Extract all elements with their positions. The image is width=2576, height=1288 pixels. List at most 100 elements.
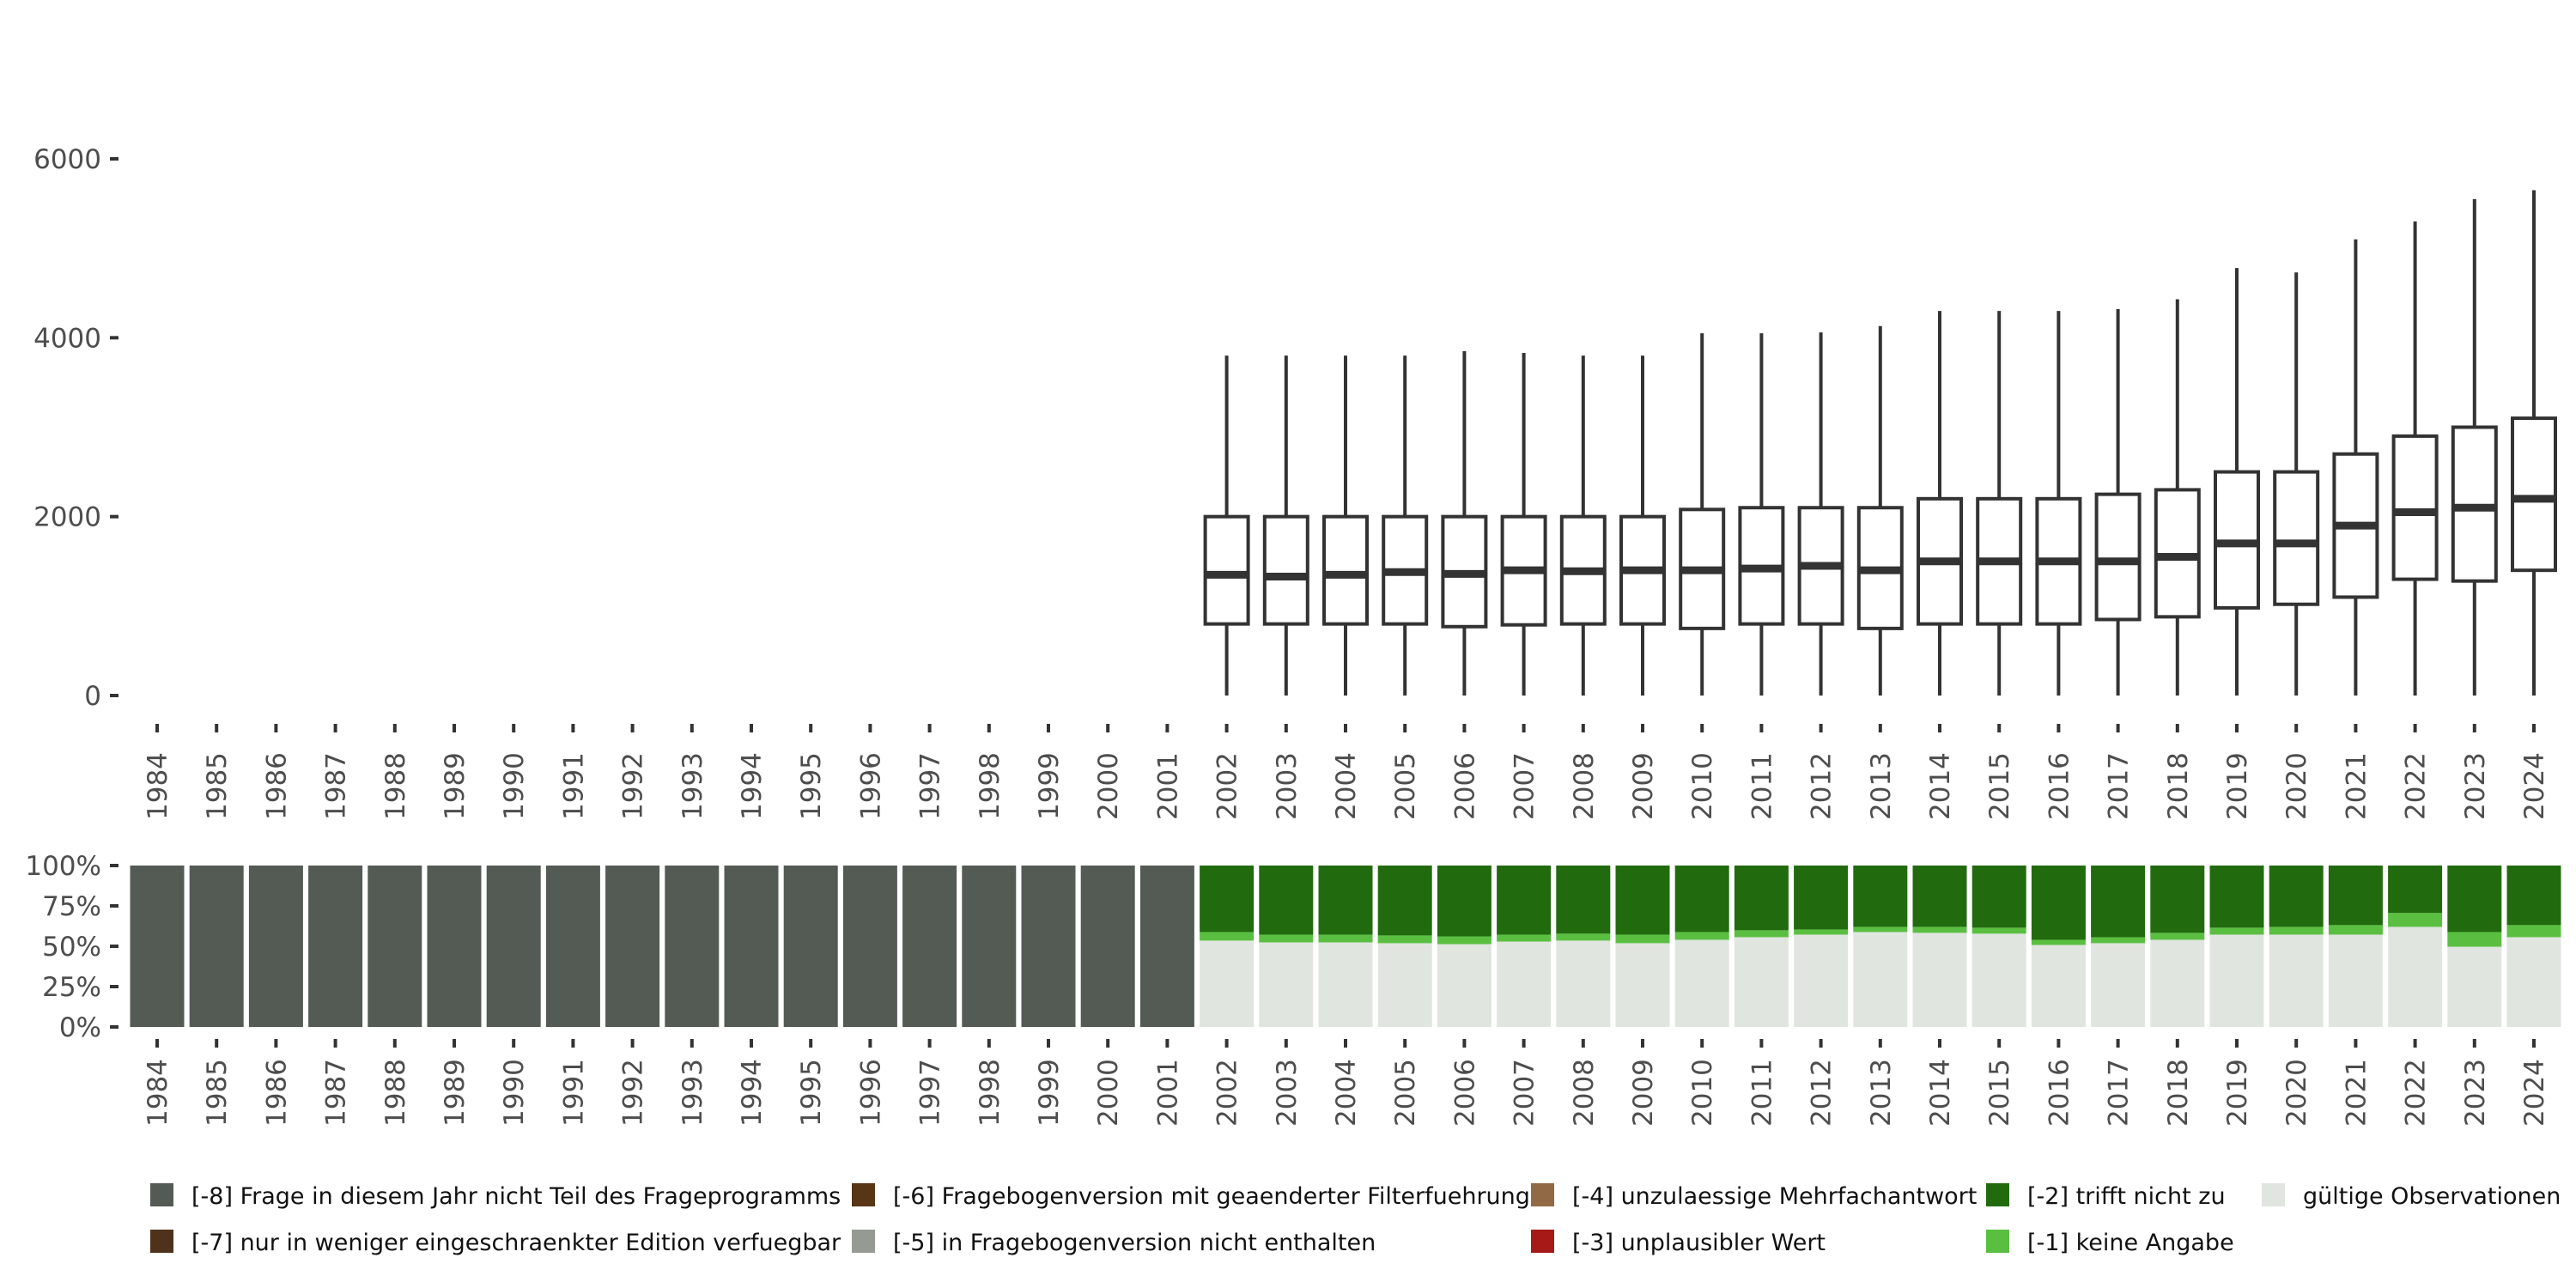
x-tick-label: 1985: [202, 752, 233, 820]
x-tick-label: 1992: [618, 1059, 649, 1127]
bar-segment: [2269, 934, 2324, 1027]
x-tick-label: 2017: [2104, 1059, 2135, 1127]
x-tick-label: 1997: [915, 1059, 946, 1127]
bar-segment: [1674, 866, 1729, 933]
legend-label: [-5] in Fragebogenversion nicht enthalte…: [893, 1230, 1376, 1256]
x-tick-label: 2015: [1984, 752, 2015, 820]
bar-segment: [783, 866, 838, 1027]
x-tick-label: 2002: [1212, 752, 1243, 820]
legend-label: [-7] nur in weniger eingeschraenkter Edi…: [191, 1230, 841, 1256]
bar-segment: [1318, 866, 1373, 935]
bar-segment: [1971, 866, 2026, 928]
x-tick-label: 2008: [1569, 1059, 1600, 1127]
legend-label: [-6] Fragebogenversion mit geaenderter F…: [893, 1183, 1530, 1210]
x-tick-label: 2000: [1093, 1059, 1124, 1127]
x-tick-label: 2003: [1272, 1059, 1303, 1127]
box-iqr: [2273, 470, 2320, 606]
x-tick-label: 2018: [2163, 752, 2194, 820]
bar-segment: [2031, 866, 2086, 940]
bar-segment: [1794, 934, 1849, 1027]
bar-segment: [486, 866, 541, 1027]
x-tick-label: 1996: [855, 1059, 886, 1127]
x-tick-label: 1990: [499, 1059, 530, 1127]
box-iqr: [2094, 492, 2142, 622]
legend-label: [-3] unplausibler Wert: [1572, 1230, 1826, 1256]
x-tick-label: 1993: [677, 1059, 708, 1127]
bar-segment: [2150, 933, 2205, 940]
x-tick-label: 2015: [1984, 1059, 2015, 1127]
box-iqr: [1262, 514, 1309, 626]
x-tick-label: 1987: [321, 752, 352, 820]
x-tick-label: 2021: [2341, 752, 2372, 820]
bar-segment: [1259, 942, 1314, 1027]
x-tick-label: 2014: [1925, 1059, 1956, 1127]
bar-segment: [1853, 866, 1908, 927]
y-tick-label: 0: [84, 681, 101, 712]
bar-segment: [2209, 927, 2264, 935]
x-tick-label: 2008: [1569, 752, 1600, 820]
bar-segment: [902, 866, 957, 1027]
bar-segment: [2328, 934, 2383, 1027]
bar-segment: [1674, 939, 1729, 1027]
x-tick-label: 1995: [796, 1059, 827, 1127]
bar-segment: [1259, 934, 1314, 943]
bar-segment: [842, 866, 897, 1027]
bar-segment: [1497, 934, 1552, 942]
x-tick-label: 1996: [855, 752, 886, 820]
x-tick-label: 1992: [618, 752, 649, 820]
legend-key: [150, 1183, 173, 1206]
x-tick-label: 2020: [2281, 752, 2312, 820]
x-tick-label: 1991: [558, 752, 589, 820]
x-tick-label: 1987: [321, 1059, 352, 1127]
x-tick-label: 2012: [1807, 1059, 1838, 1127]
bar-segment: [2031, 939, 2086, 945]
x-tick-label: 1986: [261, 752, 292, 820]
x-tick-label: 2002: [1212, 1059, 1243, 1127]
y-tick-label: 6000: [33, 144, 101, 175]
x-tick-label: 2022: [2401, 752, 2432, 820]
x-tick-label: 2010: [1687, 1059, 1718, 1127]
x-tick-label: 1984: [143, 752, 173, 820]
bar-segment: [2447, 866, 2502, 933]
bar-segment: [2388, 866, 2443, 914]
bar-segment: [2269, 927, 2324, 935]
bar-segment: [1615, 866, 1670, 935]
bar-segment: [1794, 929, 1849, 935]
x-tick-label: 2001: [1152, 752, 1183, 820]
bar-segment: [1556, 866, 1611, 934]
x-tick-label: 2007: [1510, 752, 1540, 820]
y-tick-label: 100%: [25, 851, 101, 882]
y-tick-label: 2000: [33, 502, 101, 533]
bar-segment: [1021, 866, 1076, 1027]
legend: [-8] Frage in diesem Jahr nicht Teil des…: [150, 1183, 2561, 1256]
x-tick-label: 1993: [677, 752, 708, 820]
bar-segment: [2388, 913, 2443, 927]
x-tick-label: 1994: [737, 752, 768, 820]
bar-segment: [2506, 925, 2561, 938]
legend-key: [1986, 1230, 2009, 1253]
x-tick-label: 1999: [1034, 752, 1065, 820]
x-tick-label: 1985: [202, 1059, 233, 1127]
bar-segment: [1853, 932, 1908, 1027]
legend-label: [-4] unzulaessige Mehrfachantwort: [1572, 1183, 1977, 1210]
y-tick-label: 25%: [42, 972, 101, 1003]
x-tick-label: 2009: [1628, 1059, 1659, 1127]
bar-segment: [1139, 866, 1194, 1027]
x-tick-label: 1988: [380, 1059, 411, 1127]
bar-segment: [2091, 937, 2146, 944]
bar-segment: [2150, 866, 2205, 933]
x-tick-label: 2009: [1628, 752, 1659, 820]
legend-label: [-2] trifft nicht zu: [2027, 1183, 2226, 1210]
bar-segment: [2091, 943, 2146, 1027]
bar-segment: [2031, 945, 2086, 1027]
x-tick-label: 2018: [2163, 1059, 2194, 1127]
x-tick-label: 1998: [975, 1059, 1005, 1127]
x-tick-label: 2006: [1449, 752, 1480, 820]
bar-segment: [1556, 940, 1611, 1027]
bar-segment: [1200, 940, 1255, 1027]
x-tick-label: 2003: [1272, 752, 1303, 820]
bar-segment: [368, 866, 422, 1027]
bar-segment: [1971, 927, 2026, 934]
bar-segment: [1674, 932, 1729, 940]
